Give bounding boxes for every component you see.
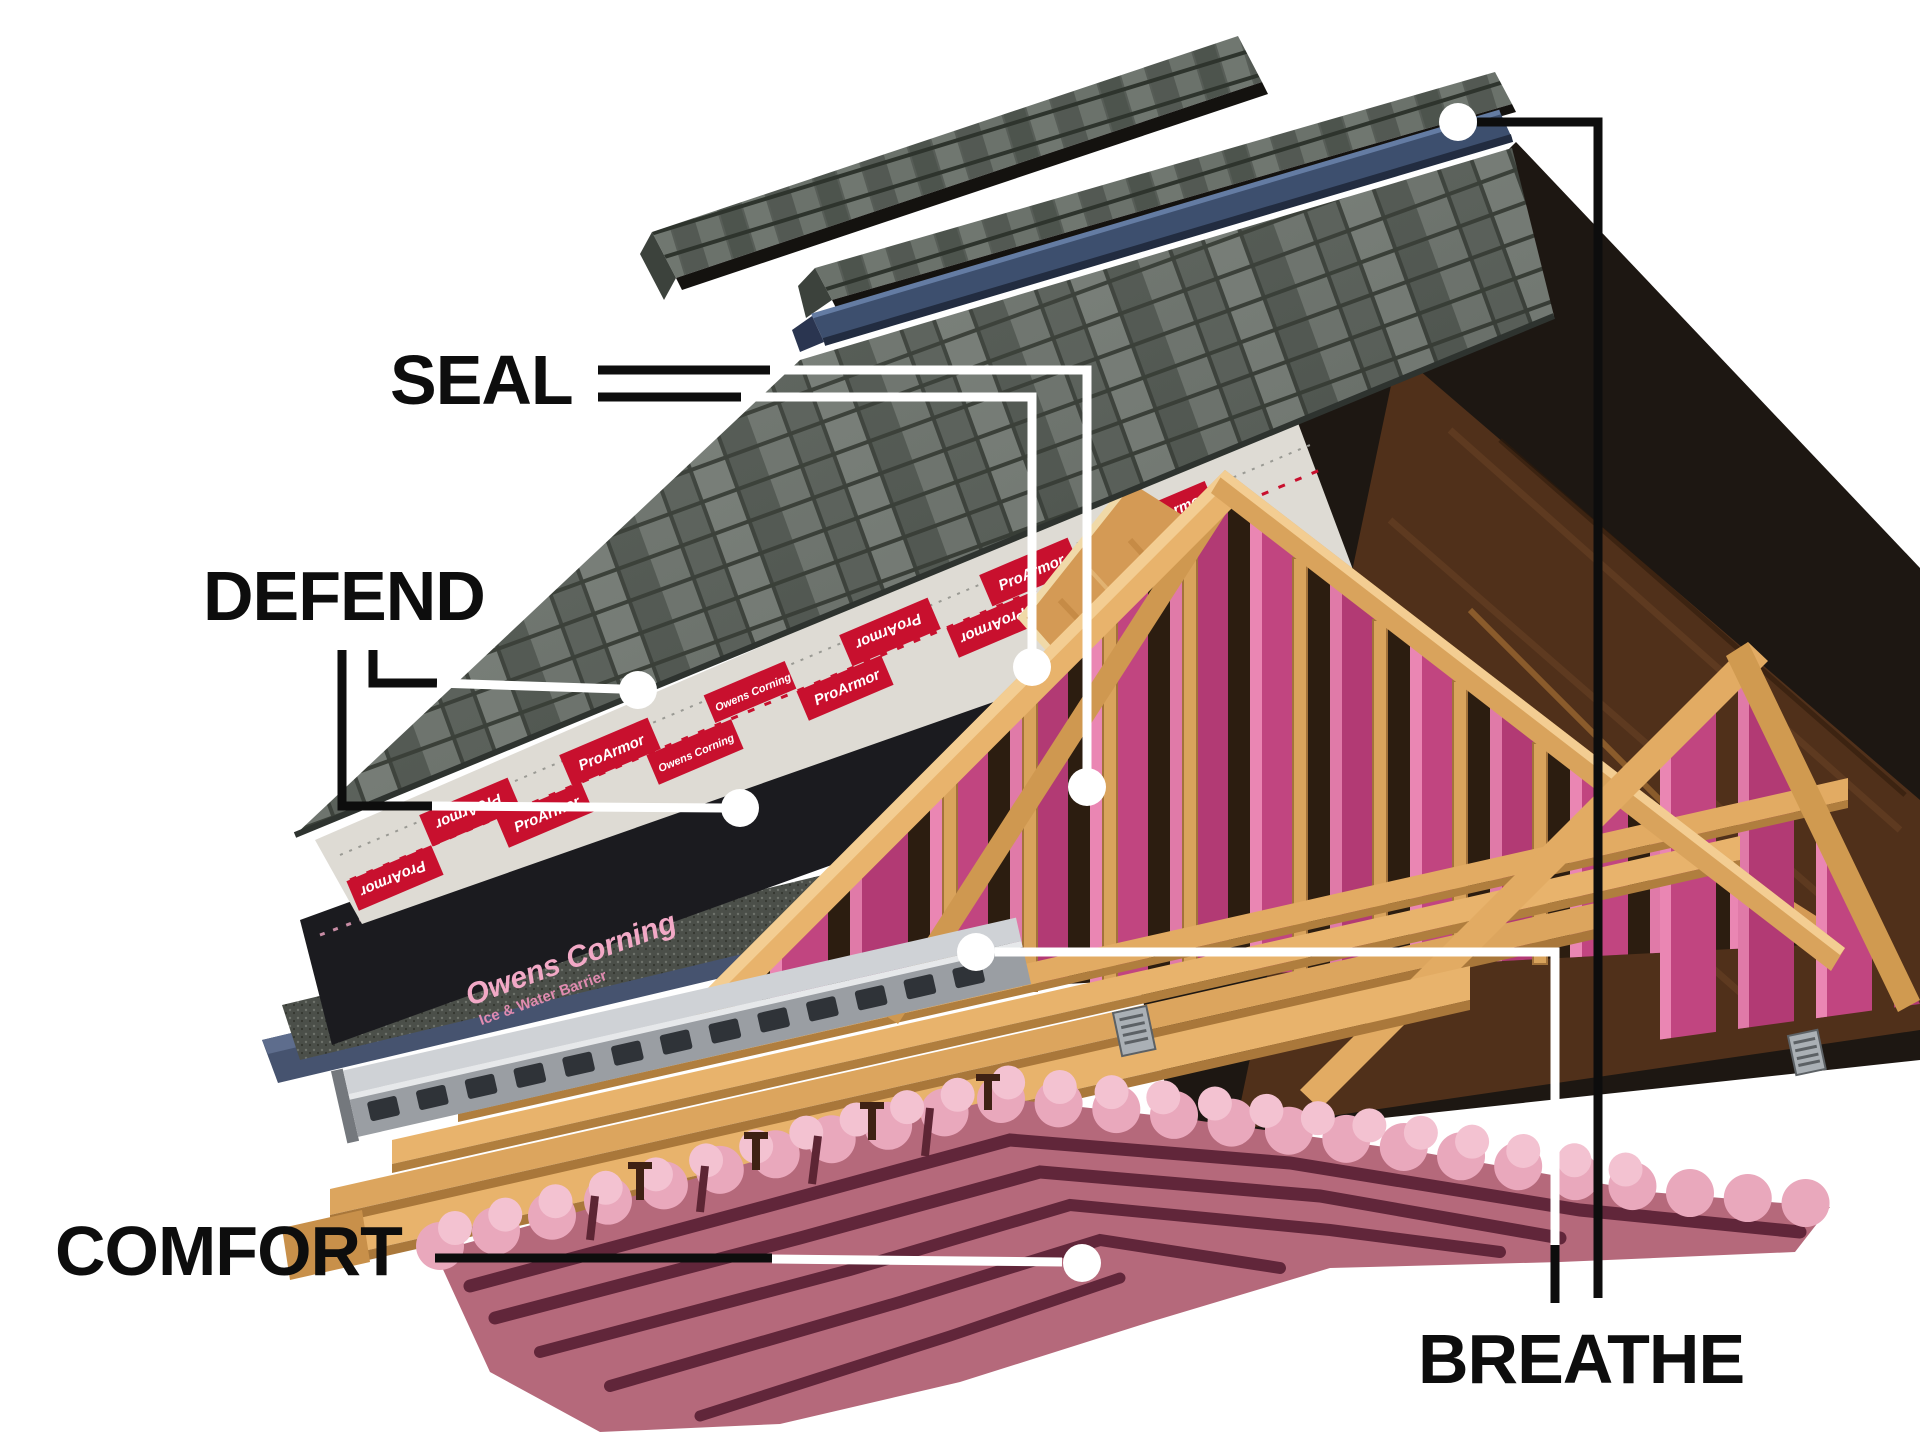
- breathe-marker-ridge-vent: [1439, 103, 1477, 141]
- intake-vent: [330, 917, 1032, 1144]
- insulation-ties: [628, 1074, 1000, 1200]
- hip-and-ridge-cap-shingles: [640, 36, 1268, 300]
- seal-leader-1: [598, 365, 1106, 806]
- defend-marker-shingles: [619, 671, 657, 709]
- seal-label: SEAL: [390, 341, 574, 419]
- breathe-marker-intake-vent: [957, 933, 995, 971]
- blown-in-insulation: [416, 1064, 1852, 1432]
- insulation-seams: [586, 1107, 934, 1241]
- callouts: [337, 103, 1603, 1303]
- purlins: [330, 778, 1848, 1225]
- attic-vent-tag: [1111, 1004, 1157, 1058]
- seal-marker-decking: [1068, 768, 1106, 806]
- breathe-label: BREATHE: [1418, 1320, 1745, 1398]
- comfort-marker-insulation: [1063, 1244, 1101, 1282]
- seal-leader-2: [598, 392, 1051, 686]
- defend-marker-barrier: [721, 789, 759, 827]
- laminate-shingles: [293, 148, 1556, 838]
- seal-marker-underlayment: [1013, 648, 1051, 686]
- breathe-leader-ridge: [1439, 103, 1603, 1298]
- defend-label: DEFEND: [203, 557, 486, 635]
- defend-leader: [337, 650, 759, 827]
- gable1-rafters: [688, 470, 1845, 1030]
- breathe-leader-intake: [957, 933, 1560, 1303]
- attic-vent-tag-2: [1786, 1028, 1827, 1077]
- comfort-leader: [435, 1244, 1101, 1282]
- comfort-label: COMFORT: [55, 1212, 403, 1290]
- ridge-vent: [792, 109, 1514, 352]
- gable-brace: [880, 486, 1236, 1024]
